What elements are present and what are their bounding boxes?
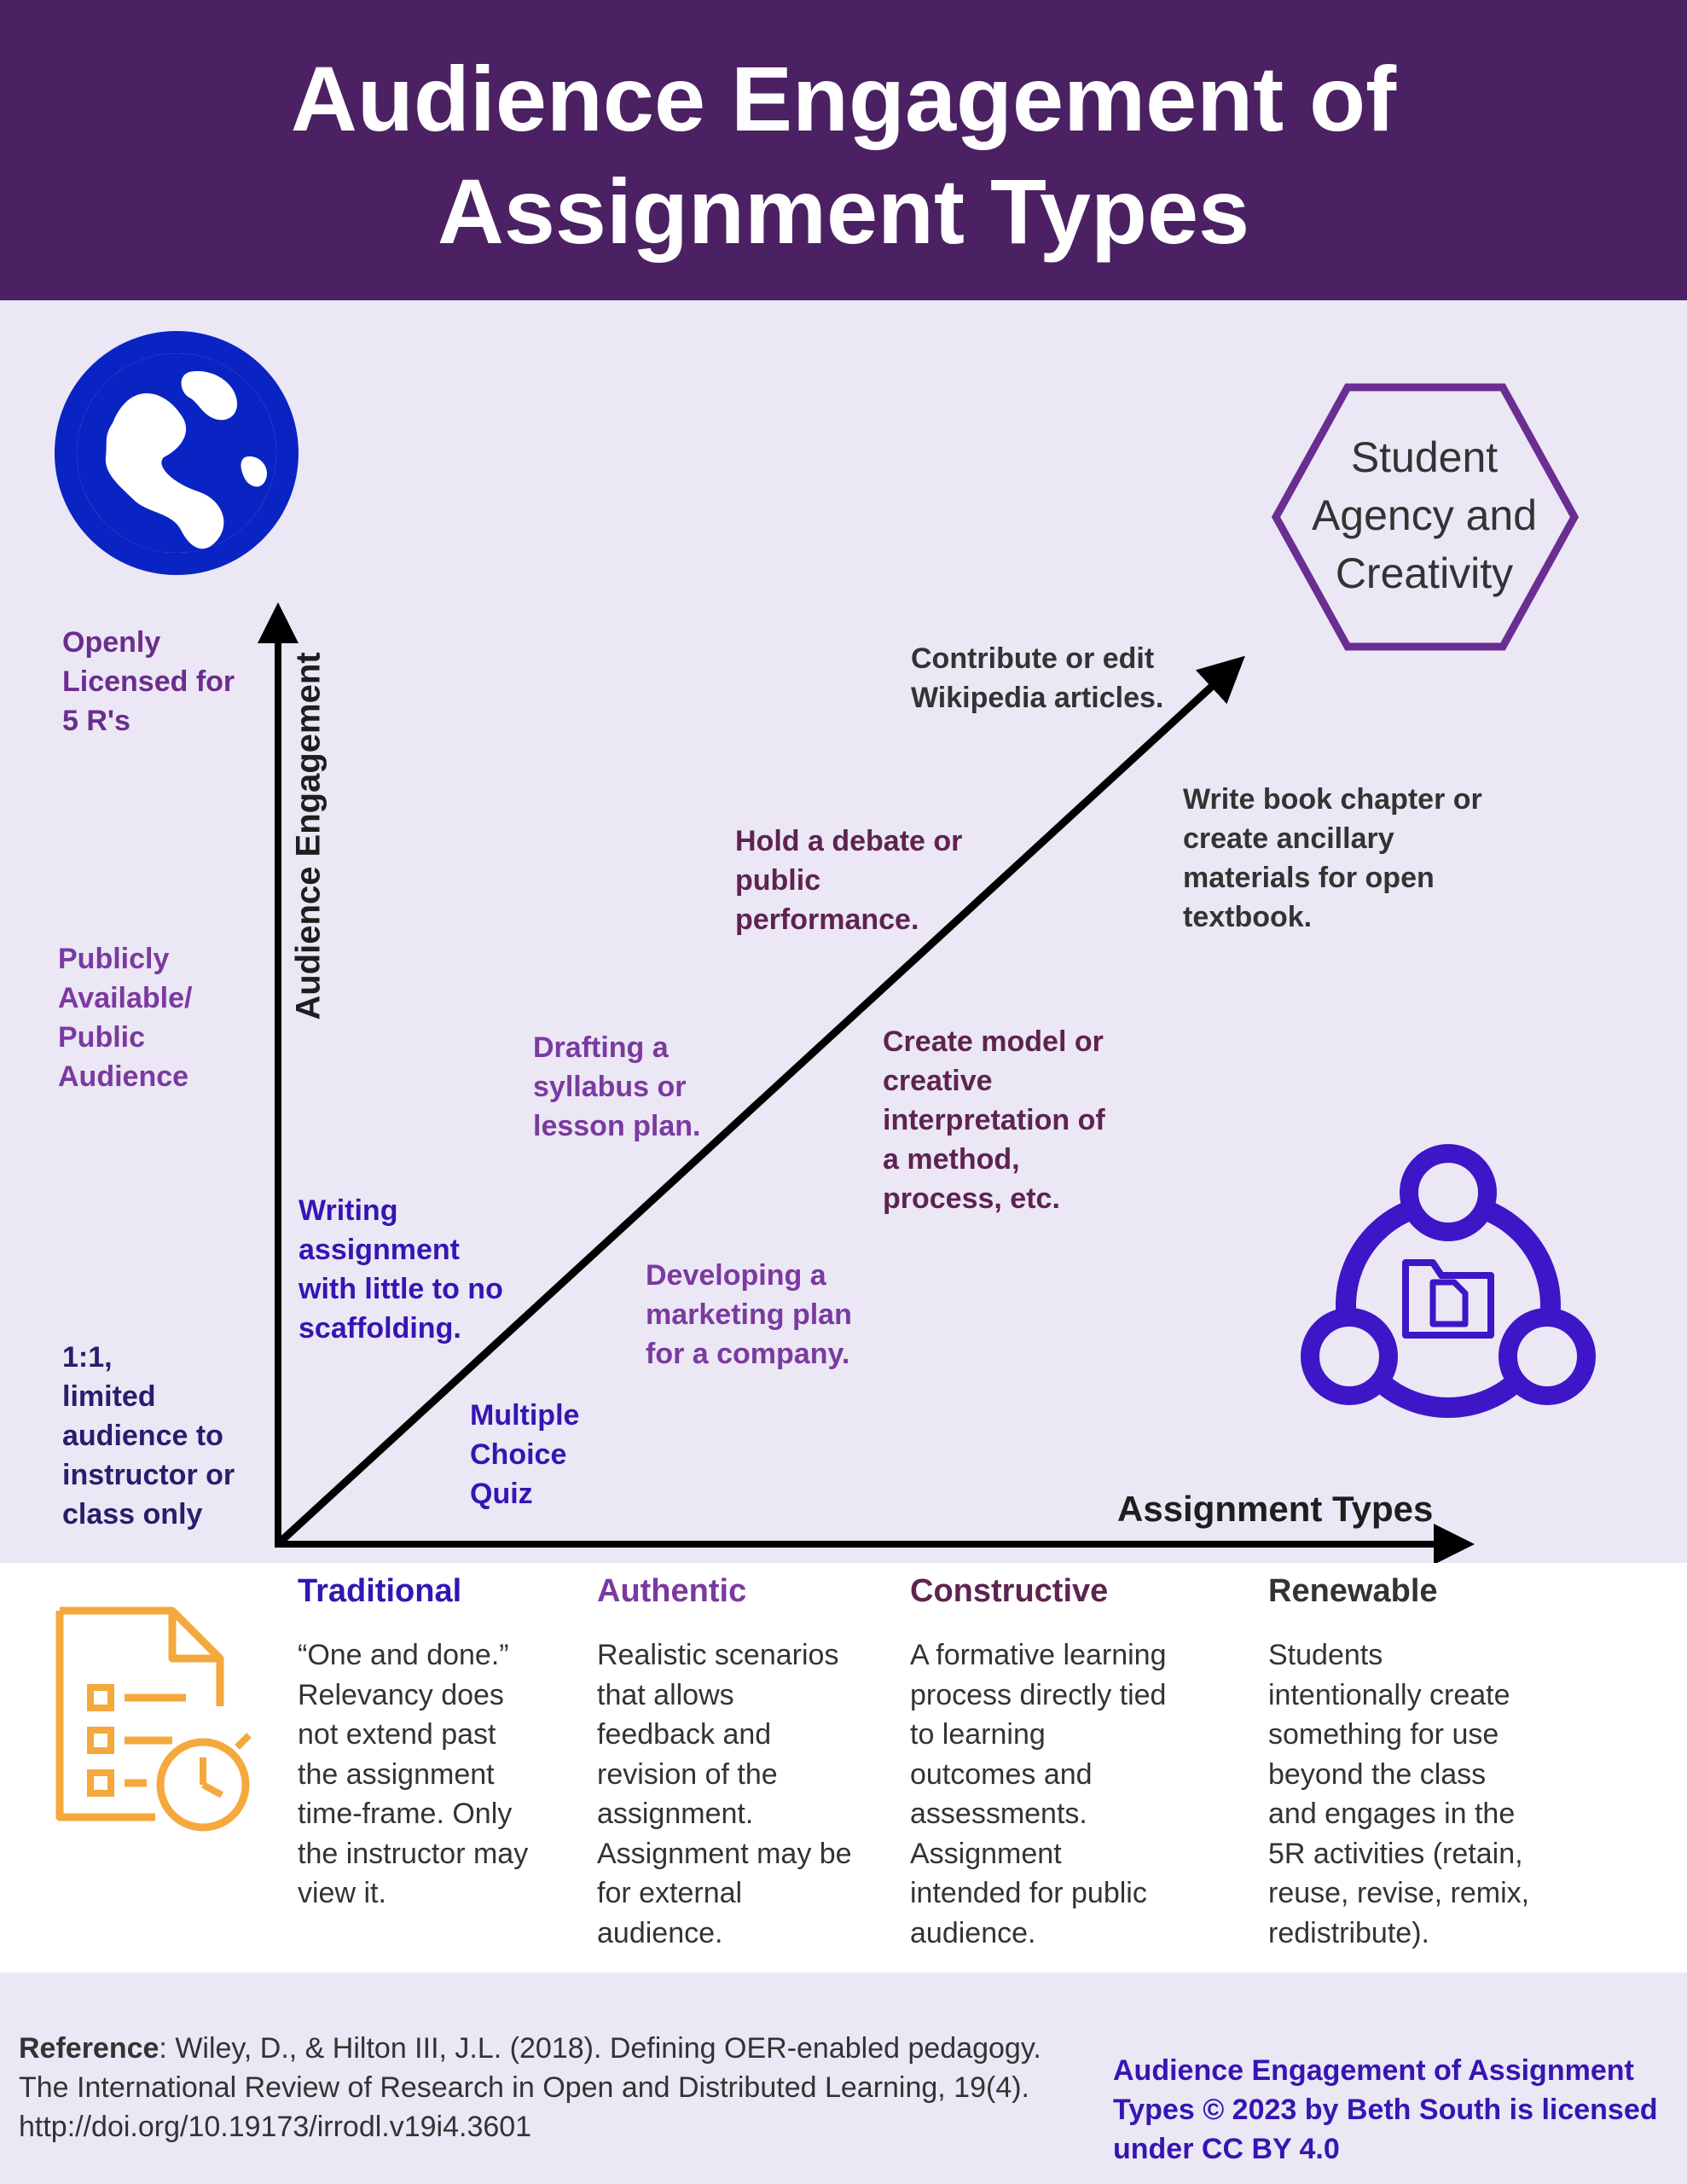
hexagon-icon xyxy=(1271,383,1580,651)
page-title: Audience Engagement of Assignment Types xyxy=(290,47,1397,263)
type-desc-authentic: Realistic scenarios that allows feedback… xyxy=(597,1639,852,1949)
y-level-open: Openly Licensed for 5 R's xyxy=(62,626,235,737)
x-axis-label: Assignment Types xyxy=(1117,1489,1434,1529)
example-marketing: Developing a marketing plan for a compan… xyxy=(646,1259,852,1370)
hexagon-label: Student Agency and Creativity xyxy=(1311,433,1538,597)
reference-text: : Wiley, D., & Hilton III, J.L. (2018). … xyxy=(19,2032,1041,2143)
example-model: Create model or creative interpretation … xyxy=(883,1025,1105,1215)
type-desc-traditional: “One and done.” Relevancy does not exten… xyxy=(298,1639,529,1909)
example-wikipedia: Contribute or edit Wikipedia articles. xyxy=(911,642,1164,714)
reference-label: Reference xyxy=(19,2032,159,2065)
y-axis-label: Audience Engagement xyxy=(289,652,328,1020)
type-title-traditional: Traditional xyxy=(298,1573,462,1609)
y-level-limited: 1:1, limited audience to instructor or c… xyxy=(62,1341,235,1531)
type-title-authentic: Authentic xyxy=(597,1573,747,1609)
example-syllabus: Drafting a syllabus or lesson plan. xyxy=(533,1031,701,1142)
globe-icon xyxy=(55,331,299,575)
types-panel xyxy=(0,1563,1687,1972)
example-quiz: Multiple Choice Quiz xyxy=(470,1399,580,1510)
trend-arrow xyxy=(278,655,1245,1544)
y-level-public: Publicly Available/ Public Audience xyxy=(58,943,193,1093)
type-desc-renewable: Students intentionally create something … xyxy=(1268,1639,1530,1949)
share-network-icon xyxy=(1301,1144,1596,1418)
type-title-renewable: Renewable xyxy=(1268,1573,1438,1609)
example-debate: Hold a debate or public performance. xyxy=(735,825,963,936)
type-desc-constructive: A formative learning process directly ti… xyxy=(910,1639,1167,1949)
axes-graphic xyxy=(258,602,1475,1565)
example-book-chapter: Write book chapter or create ancillary m… xyxy=(1183,783,1482,933)
license-notice: Audience Engagement of Assignment Types … xyxy=(1113,2054,1658,2165)
reference-citation: Reference: Wiley, D., & Hilton III, J.L.… xyxy=(19,2029,1042,2146)
header-banner: Audience Engagement of Assignment Types xyxy=(0,0,1687,300)
example-writing: Writing assignment with little to no sca… xyxy=(299,1194,503,1345)
type-title-constructive: Constructive xyxy=(910,1573,1109,1609)
checklist-timer-icon xyxy=(55,1606,252,1832)
